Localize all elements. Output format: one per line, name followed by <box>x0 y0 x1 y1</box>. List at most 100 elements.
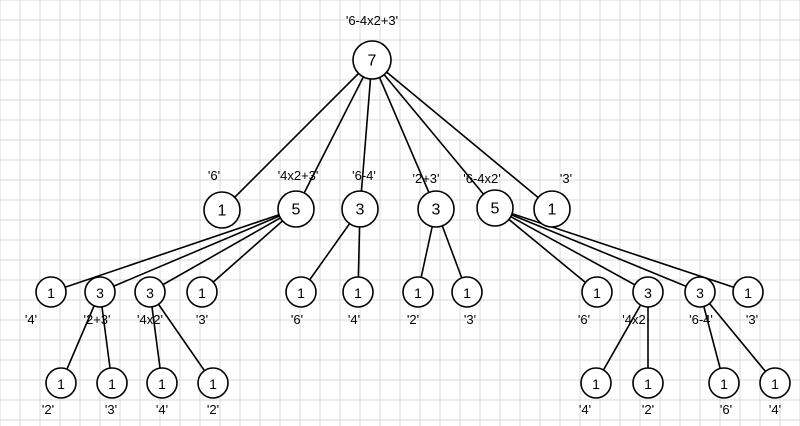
tree-edge-a5-b12 <box>494 207 749 293</box>
tree-node-c7: 1 '6' <box>708 367 740 417</box>
node-value: 1 <box>548 202 557 219</box>
node-expression-label: '6' <box>291 312 303 327</box>
tree-node-b5: 1 '6' <box>285 276 317 327</box>
tree-edge-root-a3 <box>359 59 373 210</box>
node-value: 1 <box>592 376 600 392</box>
tree-node-b2: 3 '2+3' <box>83 276 116 327</box>
tree-edge-root-a6 <box>371 59 553 210</box>
tree-node-c4: 1 '2' <box>197 367 229 417</box>
node-circle <box>35 276 67 308</box>
node-expression-label: '2+3' <box>83 312 110 327</box>
node-value: 1 <box>198 285 206 301</box>
node-value: 1 <box>744 285 752 301</box>
node-value: 3 <box>432 202 441 219</box>
tree-node-a4: 3 '2+3' <box>412 171 455 228</box>
node-circle <box>277 190 315 228</box>
node-expression-label: '2' <box>42 402 54 417</box>
node-value: 3 <box>146 285 154 301</box>
tree-edge-a2-b3 <box>149 208 297 293</box>
tree-node-c5: 1'4' <box>579 367 612 417</box>
node-circle <box>533 190 571 228</box>
node-value: 3 <box>696 285 704 301</box>
node-expression-label: '2' <box>207 402 219 417</box>
tree-edge-root-a4 <box>371 59 437 210</box>
tree-edge-b11-c8 <box>699 291 776 384</box>
node-value: 1 <box>414 285 422 301</box>
tree-edge-root-a2 <box>295 59 373 210</box>
tree-edge-root-a1 <box>221 59 373 211</box>
tree-node-a2: 5'4x2+3' <box>277 168 319 228</box>
node-expression-label: '2' <box>642 402 654 417</box>
node-circle <box>580 367 612 399</box>
node-circle <box>759 367 791 399</box>
node-value: 1 <box>297 285 305 301</box>
node-expression-label: '4' <box>769 402 781 417</box>
tree-node-b8: 1 '3' <box>451 276 483 327</box>
tree-node-a5: 5'6-4x2' <box>463 171 514 227</box>
node-expression-label: '4x2+3' <box>278 168 319 183</box>
node-value: 3 <box>644 285 652 301</box>
tree-nodes: 7'6-4x2+3'1'6'5'4x2+3'3'6-4'3'2+3'5'6-4x… <box>25 13 791 417</box>
tree-node-b11: 3 '6-4' <box>684 276 716 327</box>
node-expression-label: '4' <box>156 402 168 417</box>
tree-node-b3: 3'4x2' <box>134 276 166 327</box>
node-circle <box>451 276 483 308</box>
tree-edge-b3-c4 <box>149 291 214 384</box>
node-expression-label: '4' <box>25 312 37 327</box>
node-expression-label: '4' <box>579 402 591 417</box>
node-value: 3 <box>96 285 104 301</box>
tree-node-c2: 1 '3' <box>96 367 128 417</box>
node-circle <box>352 40 392 80</box>
tree-node-b6: 1 '4' <box>342 276 374 327</box>
node-value: 1 <box>644 376 652 392</box>
tree-edge-a5-b10 <box>494 207 649 293</box>
node-circle <box>632 367 664 399</box>
node-value: 1 <box>593 285 601 301</box>
tree-node-c8: 1'4' <box>759 367 791 417</box>
tree-node-a6: 1 '3' <box>533 171 572 228</box>
node-circle <box>45 367 77 399</box>
node-expression-label: '2+3' <box>412 171 439 186</box>
tree-node-c3: 1'4' <box>146 367 178 417</box>
node-circle <box>684 276 716 308</box>
node-expression-label: '4' <box>348 312 360 327</box>
node-circle <box>197 367 229 399</box>
node-circle <box>134 276 166 308</box>
node-expression-label: '6' <box>720 402 732 417</box>
node-expression-label: '6-4' <box>352 168 376 183</box>
tree-edge-b2-c1 <box>60 291 101 384</box>
node-circle <box>285 276 317 308</box>
tree-node-c6: 1 '2' <box>632 367 664 417</box>
node-value: 1 <box>354 285 362 301</box>
tree-node-b9: 1'6' <box>578 276 613 327</box>
tree-node-b10: 3'4x2 <box>622 276 664 327</box>
node-value: 1 <box>463 285 471 301</box>
node-circle <box>203 191 241 229</box>
tree-edge-a5-b9 <box>494 207 598 293</box>
node-expression-label: '3' <box>105 402 117 417</box>
node-expression-label: '2' <box>407 312 419 327</box>
node-expression-label: '3' <box>464 312 476 327</box>
node-value: 1 <box>209 376 217 392</box>
node-value: 1 <box>47 285 55 301</box>
node-circle <box>96 367 128 399</box>
node-circle <box>146 367 178 399</box>
tree-node-b12: 1 '3' <box>732 276 764 327</box>
node-expression-label: '3' <box>560 171 572 186</box>
node-expression-label: '6-4' <box>689 312 713 327</box>
tree-edge-a5-b11 <box>494 207 701 293</box>
node-expression-label: '3' <box>746 312 758 327</box>
node-circle <box>632 276 664 308</box>
node-value: 5 <box>491 201 500 218</box>
node-value: 1 <box>57 376 65 392</box>
tree-node-b7: 1 '2' <box>402 276 434 327</box>
node-expression-label: '3' <box>196 312 208 327</box>
node-value: 1 <box>108 376 116 392</box>
node-circle <box>341 190 379 228</box>
node-circle <box>732 276 764 308</box>
tree-node-c1: 1'2' <box>42 367 77 417</box>
node-value: 1 <box>720 376 728 392</box>
